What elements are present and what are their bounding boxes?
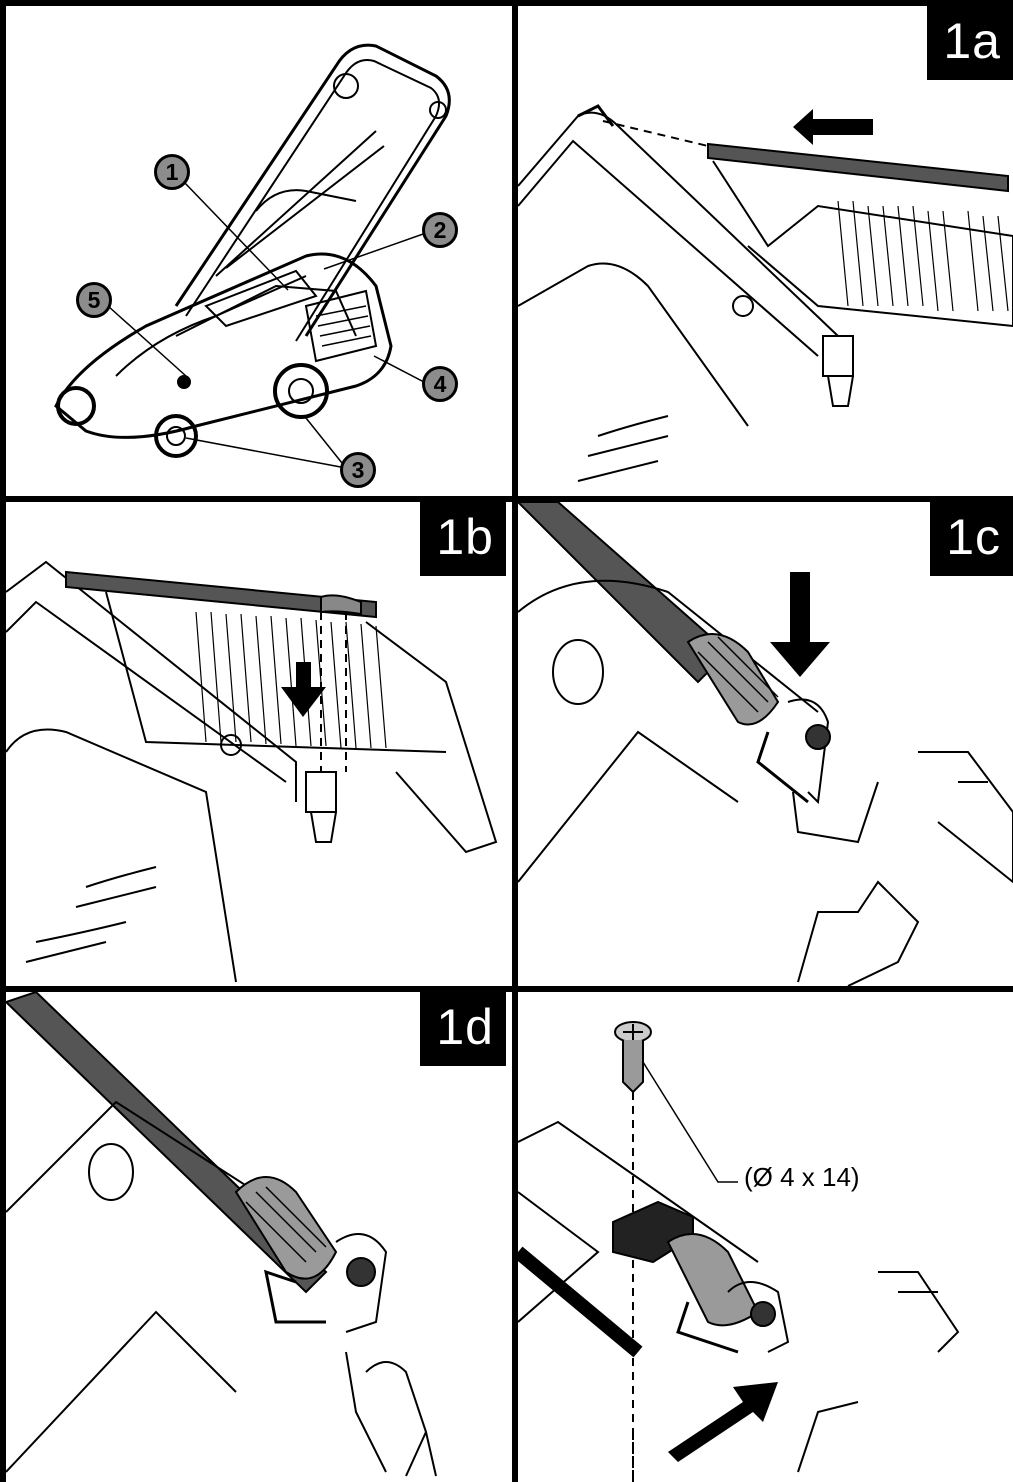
panel-overview: 1 2 5 4 3: [6, 6, 512, 496]
spring-hinge-illustration-1d: [6, 992, 437, 1477]
screw-dimension-label: (Ø 4 x 14): [744, 1162, 860, 1192]
panel-step-1c: 1c: [518, 502, 1013, 986]
panel-step-1a: 1a: [518, 6, 1013, 496]
mower-overview-illustration: [54, 43, 451, 469]
step-label-1c: 1c: [930, 502, 1013, 576]
callout-1: 1: [154, 154, 190, 190]
screw-shank: [622, 1040, 644, 1094]
callout-4: 4: [422, 366, 458, 402]
grass-bag-hook-illustration-1a: [518, 104, 1013, 482]
frame-top: [0, 0, 1013, 6]
callout-2: 2: [422, 212, 458, 248]
frame-row-divider-1: [0, 496, 1013, 502]
grass-bag-hook-illustration-1b: [6, 560, 498, 983]
panel-step-1b: 1b: [6, 502, 512, 986]
screw-fastening-illustration: [518, 1021, 960, 1482]
callout-5: 5: [76, 282, 112, 318]
panel-step-1d: 1d: [6, 992, 512, 1482]
frame-row-divider-2: [0, 986, 1013, 992]
frame-left: [0, 0, 6, 1482]
frame-center-vertical: [512, 0, 518, 1482]
panel-step-1e: (Ø 4 x 14): [518, 992, 1013, 1482]
spring-hinge-illustration-1c: [518, 502, 1013, 986]
callout-3: 3: [340, 452, 376, 488]
step-label-1a: 1a: [927, 6, 1013, 80]
step-label-1d: 1d: [420, 992, 506, 1066]
step-label-1b: 1b: [420, 502, 506, 576]
